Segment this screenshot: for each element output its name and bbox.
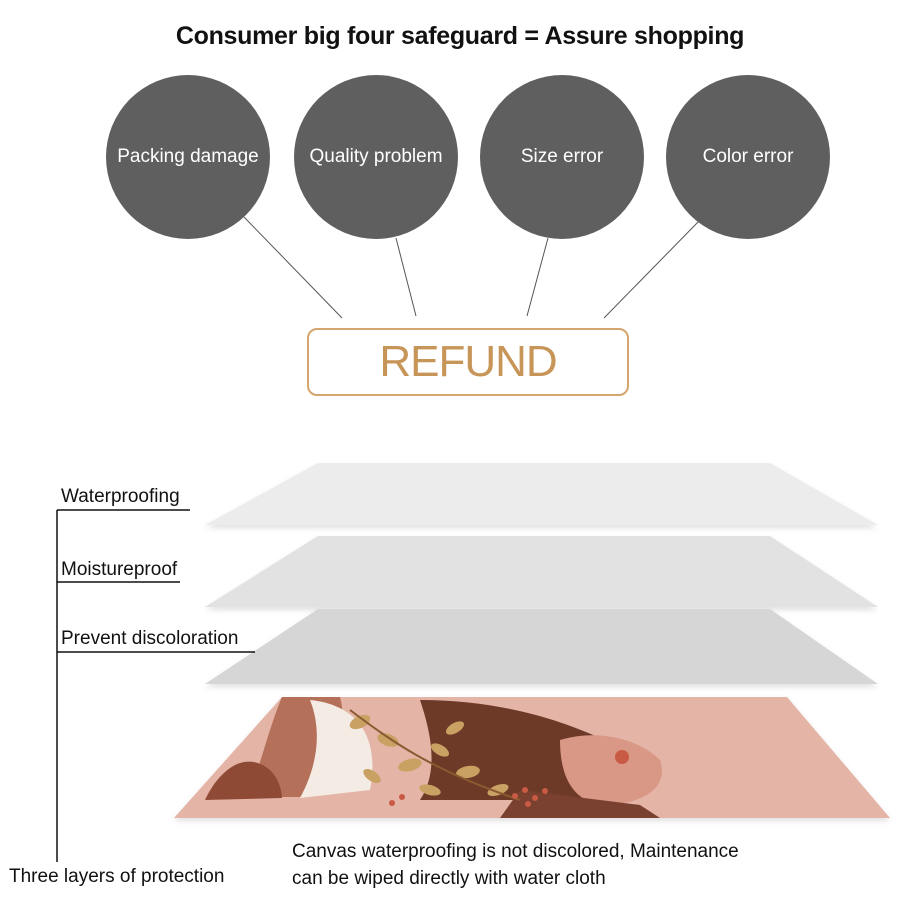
caption-line: can be wiped directly with water cloth (292, 868, 606, 889)
safeguard-label: Color error (702, 146, 794, 167)
layer-label-waterproofing: Waterproofing (61, 486, 180, 507)
safeguard-color-error: Color error (666, 75, 830, 239)
refund-box: REFUND (307, 328, 629, 396)
layers-summary: Three layers of protection (9, 866, 225, 887)
safeguard-label: Quality problem (309, 146, 443, 167)
connector-line (526, 237, 549, 317)
safeguard-label: Size error (520, 146, 604, 167)
refund-label: REFUND (379, 337, 557, 386)
connector-line (603, 219, 701, 319)
canvas-caption: Canvas waterproofing is not discolored, … (292, 838, 792, 892)
layer-label-prevent-discoloration: Prevent discoloration (61, 628, 239, 649)
connector-lines (243, 216, 701, 319)
connector-line (395, 237, 417, 317)
safeguard-packing-damage: Packing damage (106, 75, 270, 239)
layers-bracket (56, 509, 255, 862)
safeguard-size-error: Size error (480, 75, 644, 239)
sheet-waterproofing (205, 463, 878, 525)
layer-label-moistureproof: Moistureproof (61, 559, 178, 580)
safeguard-quality-problem: Quality problem (294, 75, 458, 239)
connector-line (243, 216, 343, 319)
sheet-moistureproof (205, 536, 878, 607)
page-title: Consumer big four safeguard = Assure sho… (175, 22, 745, 50)
canvas-artwork (174, 697, 890, 818)
sheet-prevent-discoloration (205, 609, 878, 684)
caption-line: Canvas waterproofing is not discolored, … (292, 841, 739, 862)
safeguard-label: Packing damage (117, 146, 259, 167)
